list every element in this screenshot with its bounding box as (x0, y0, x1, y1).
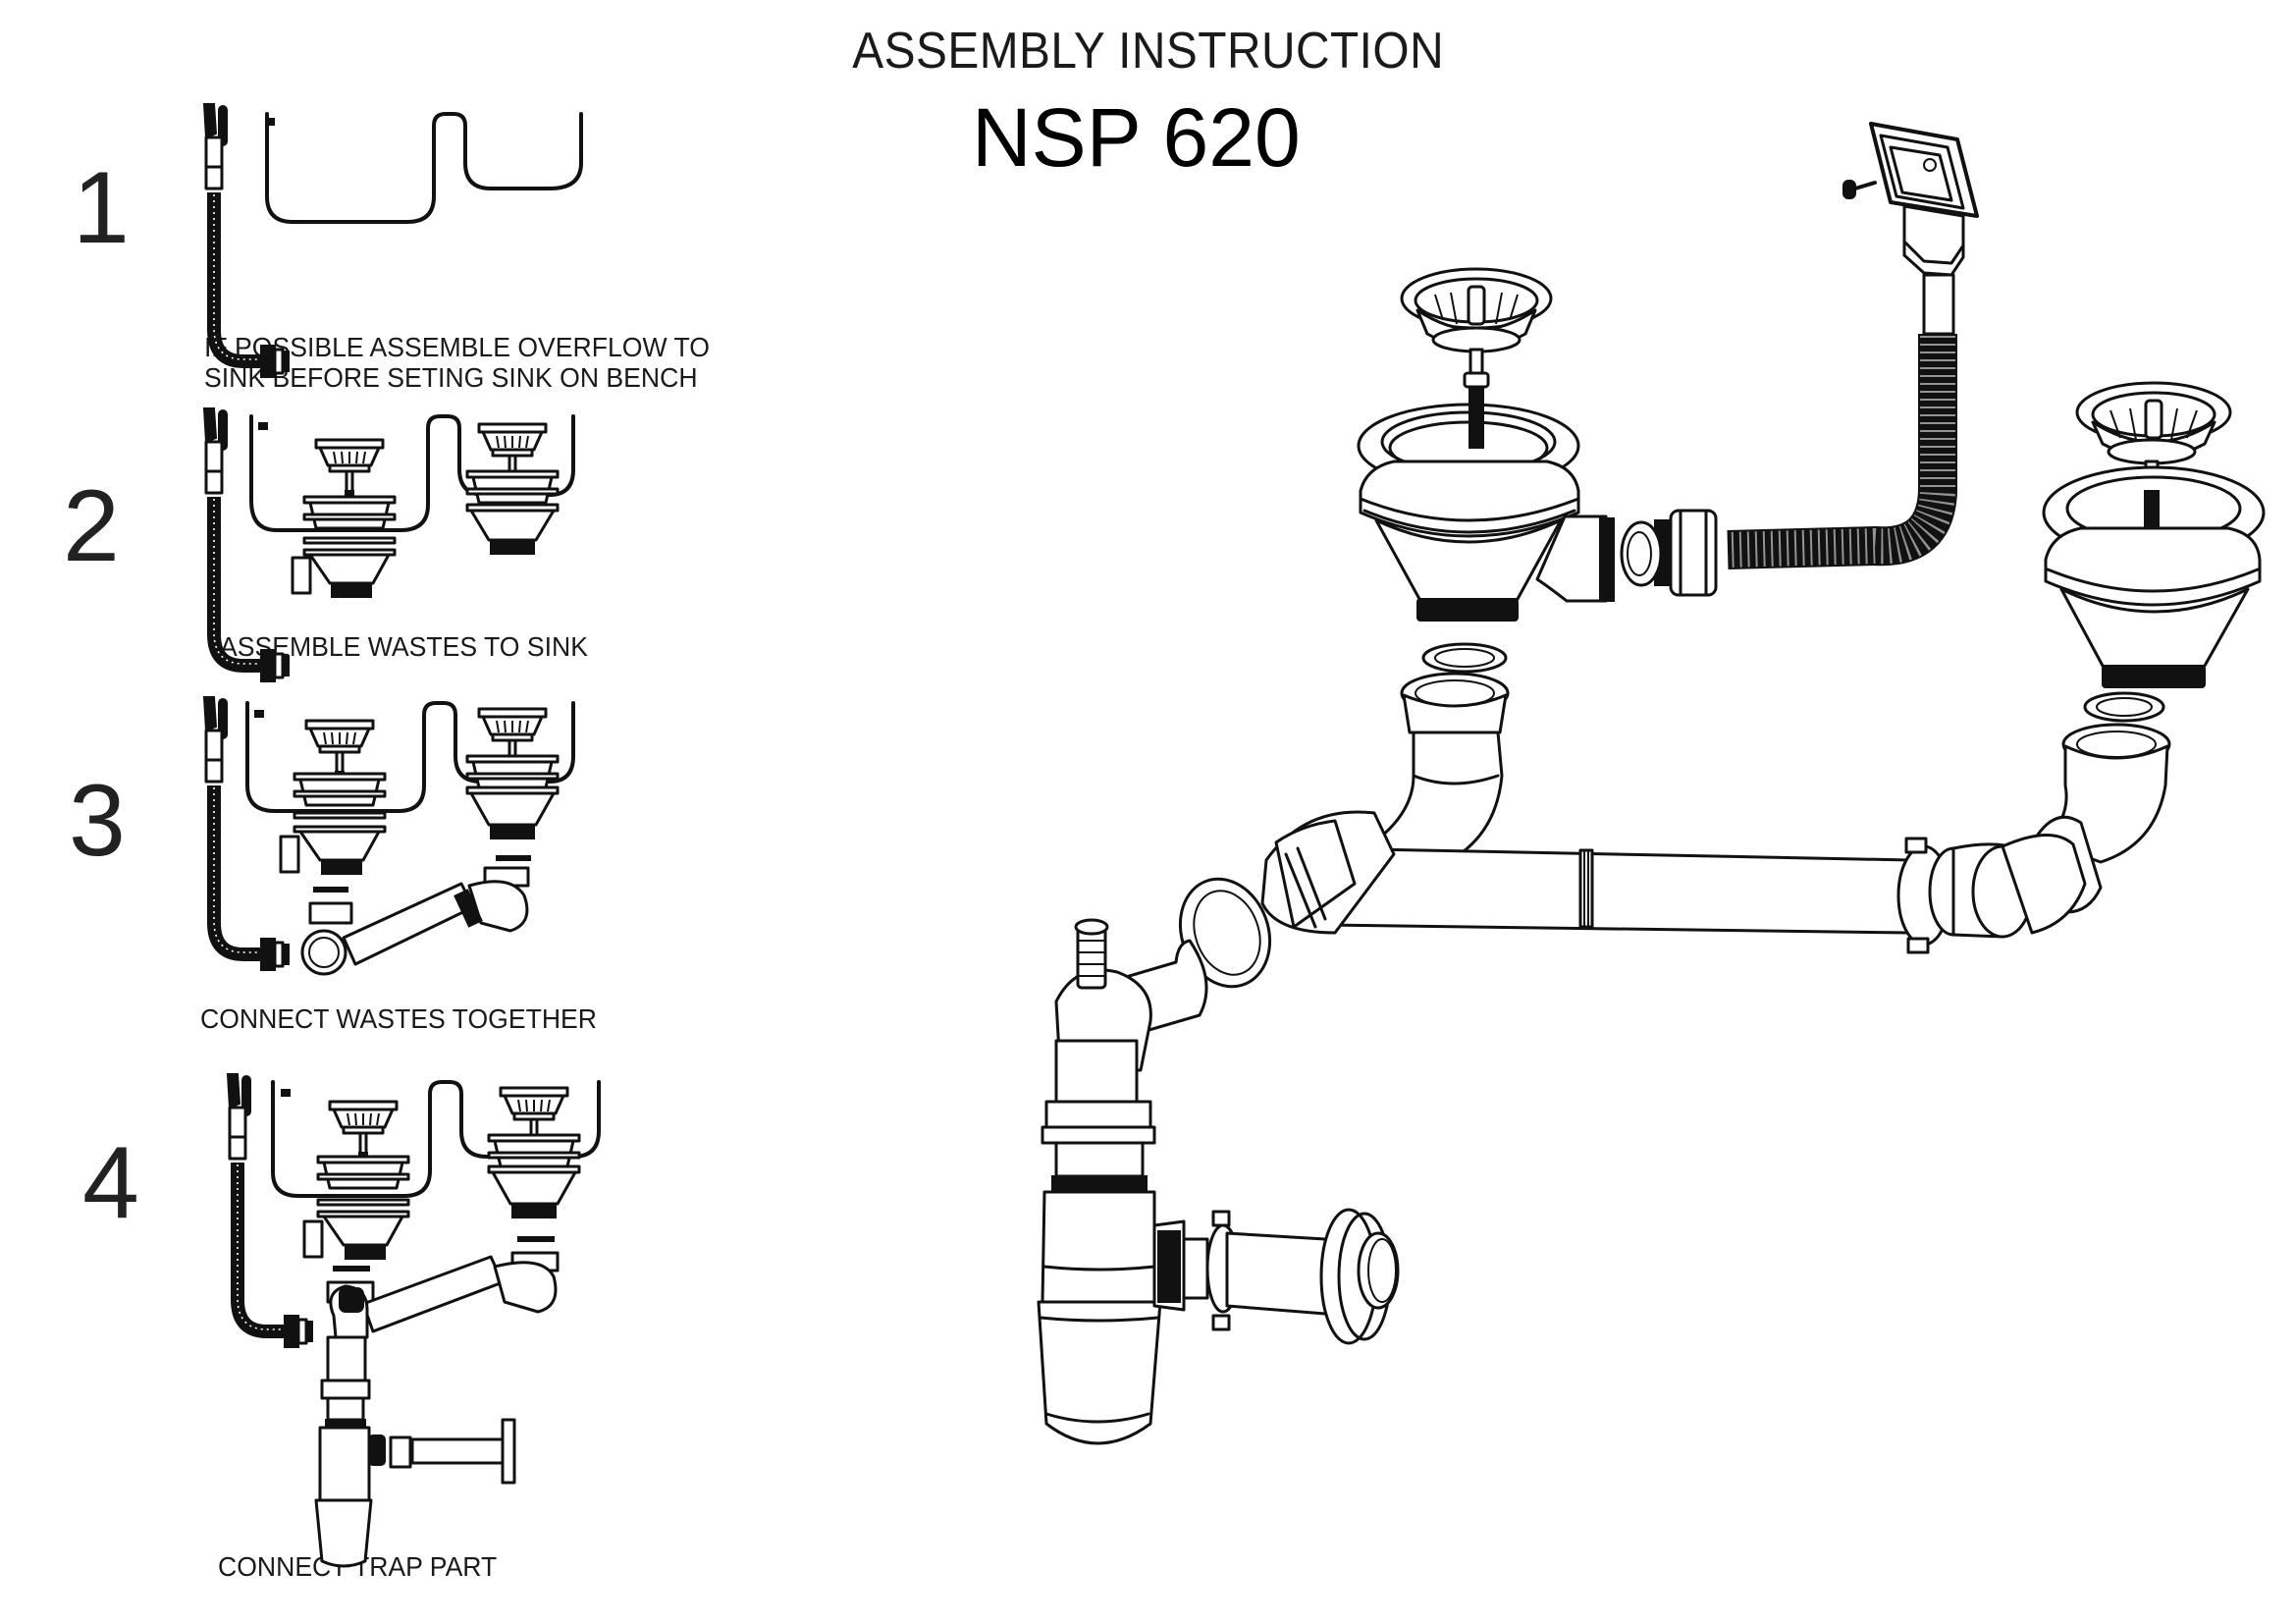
left-elbow (1366, 672, 1510, 866)
step-3-caption: CONNECT WASTES TOGETHER (200, 1003, 597, 1034)
step-3-caption-line-1: CONNECT WASTES TOGETHER (200, 1003, 597, 1034)
tee-junction (1041, 810, 1396, 1193)
left-basket-strainer (1400, 267, 1553, 429)
main-illustration (1037, 122, 2266, 1445)
sealing-washers (1421, 642, 2165, 723)
corrugated-overflow-hose (1727, 334, 1957, 569)
step-3-illustration (204, 697, 575, 974)
step-1-illustration (204, 104, 583, 377)
double-sink-outline (265, 112, 583, 224)
model-number: NSP 620 (972, 91, 1301, 184)
left-waste-body (1357, 392, 1615, 622)
step-4-number: 4 (82, 1126, 139, 1240)
document-title: ASSEMBLY INSTRUCTION (0, 22, 2296, 81)
step-2-number: 2 (63, 469, 120, 583)
step-1-number: 1 (73, 151, 130, 265)
step-3-number: 3 (69, 764, 126, 878)
bottle-trap (1037, 1190, 1186, 1445)
right-waste-body (2042, 465, 2266, 688)
overflow-hose-connector (1620, 509, 1718, 597)
step-4-illustration (228, 1074, 601, 1568)
document-title-text: ASSEMBLY INSTRUCTION (852, 23, 1444, 80)
trap-outlet-pipe (1182, 1208, 1400, 1345)
step-2-illustration (204, 408, 575, 681)
screw-icon (1842, 180, 1877, 199)
overflow-outlet (1842, 122, 1979, 336)
horizontal-connecting-pipe (1321, 834, 2087, 954)
